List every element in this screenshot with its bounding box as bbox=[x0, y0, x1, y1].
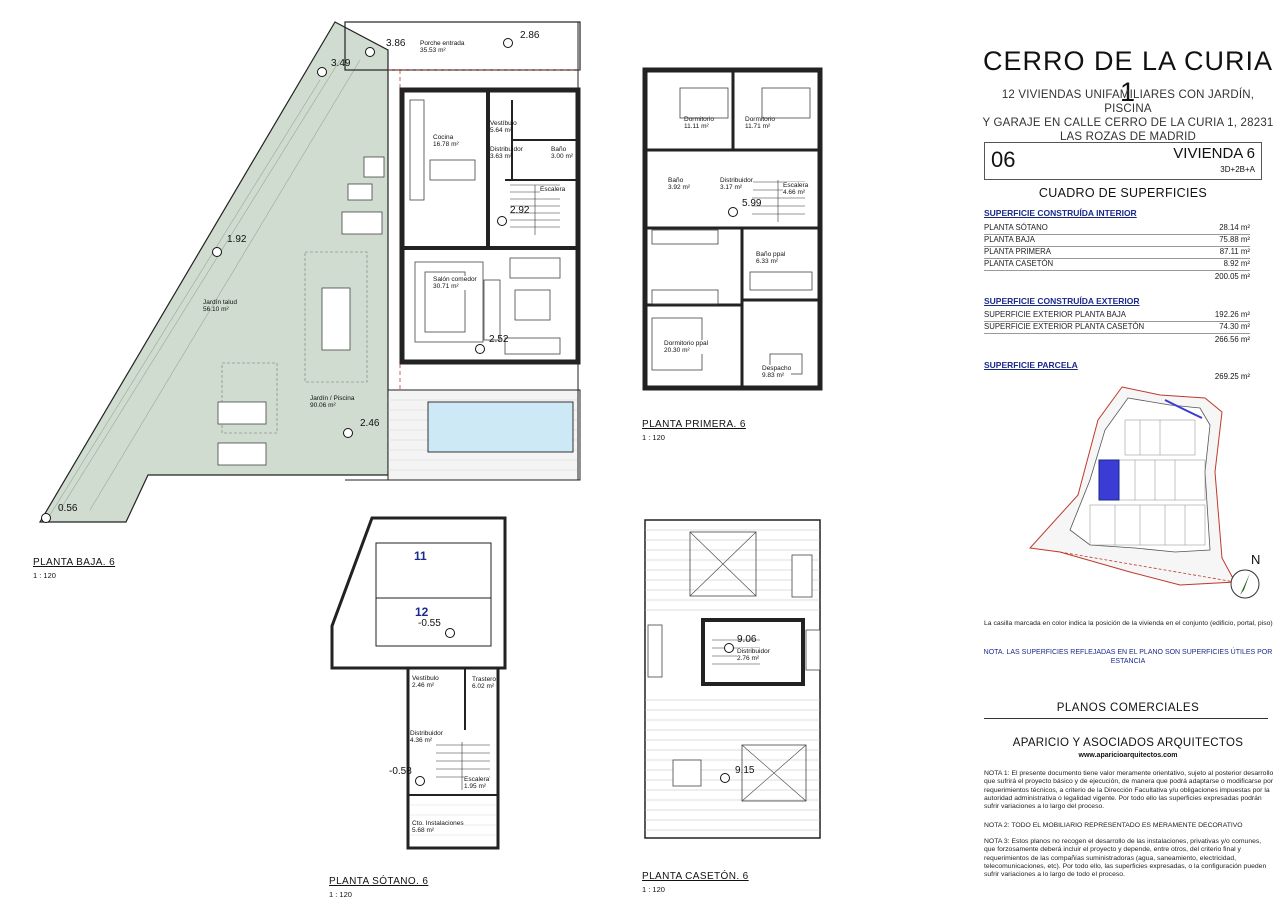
interior-total: 200.05 m² bbox=[1214, 272, 1250, 281]
level-sotano-2: -0.58 bbox=[389, 766, 412, 777]
project-subtitle: 12 VIVIENDAS UNIFAMILIARES CON JARDÍN, P… bbox=[978, 88, 1278, 144]
subtitle-line-1: 12 VIVIENDAS UNIFAMILIARES CON JARDÍN, P… bbox=[1001, 89, 1255, 115]
garden-slope-area bbox=[38, 21, 389, 523]
scale-planta-caseton: 1 : 120 bbox=[642, 885, 665, 894]
level-primera-1: 5.99 bbox=[742, 198, 762, 209]
level-sotano-1: -0.55 bbox=[418, 618, 441, 629]
title-planta-baja: PLANTA BAJA. 6 bbox=[33, 557, 116, 568]
unit-name: VIVIENDA 6 bbox=[1173, 145, 1255, 162]
level-baja-3: 3.49 bbox=[331, 58, 351, 69]
scale-planta-primera: 1 : 120 bbox=[642, 433, 665, 442]
north-label: N bbox=[1251, 552, 1261, 567]
plan-planta-caseton bbox=[644, 519, 821, 839]
architects-website: www.aparicioarquitectos.com bbox=[1078, 752, 1178, 759]
exterior-total: 266.56 m² bbox=[1214, 335, 1250, 344]
site-plan bbox=[1028, 386, 1260, 599]
level-baja-8: 0.56 bbox=[58, 503, 78, 514]
title-planta-sotano: PLANTA SÓTANO. 6 bbox=[329, 876, 429, 887]
unit-6-highlight bbox=[1098, 459, 1120, 501]
architects-name: APARICIO Y ASOCIADOS ARQUITECTOS bbox=[1012, 737, 1244, 749]
surfaces-title: CUADRO DE SUPERFICIES bbox=[1038, 186, 1208, 200]
note-3: NOTA 3: Estos planos no recogen el desar… bbox=[984, 838, 1267, 879]
plan-planta-baja bbox=[38, 21, 581, 523]
parking-number-12: 12 bbox=[415, 605, 429, 619]
scale-planta-sotano: 1 : 120 bbox=[329, 890, 352, 899]
useful-surfaces-note: NOTA. LAS SUPERFICIES REFLEJADAS EN EL P… bbox=[983, 649, 1273, 665]
title-planta-caseton: PLANTA CASETÓN. 6 bbox=[642, 871, 749, 882]
parking-number-11: 11 bbox=[414, 549, 427, 563]
subtitle-line-3: LAS ROZAS DE MADRID bbox=[1059, 131, 1197, 143]
parking-space-11 bbox=[375, 542, 492, 599]
parcel-total: 269.25 m² bbox=[1214, 372, 1250, 381]
interior-heading: SUPERFICIE CONSTRUÍDA INTERIOR bbox=[984, 208, 1137, 218]
parking-space-12 bbox=[375, 597, 492, 647]
unit-number: 06 bbox=[991, 147, 1016, 172]
parcel-heading: SUPERFICIE PARCELA bbox=[984, 360, 1078, 370]
unit-box: 06 VIVIENDA 6 3D+2B+A bbox=[984, 142, 1262, 180]
exterior-heading: SUPERFICIE CONSTRUÍDA EXTERIOR bbox=[984, 296, 1140, 306]
scale-planta-baja: 1 : 120 bbox=[33, 571, 56, 580]
subtitle-line-2: Y GARAJE EN CALLE CERRO DE LA CURIA 1, 2… bbox=[982, 117, 1274, 129]
plan-planta-primera bbox=[642, 67, 823, 391]
level-baja-4: 1.92 bbox=[227, 234, 247, 245]
room-escalera: Escalera bbox=[540, 186, 566, 193]
project-title: CERRO DE LA CURIA 1 bbox=[982, 46, 1274, 107]
pool bbox=[427, 401, 574, 453]
level-baja-7: 2.46 bbox=[360, 418, 380, 429]
level-caseton-2: 9.15 bbox=[735, 765, 755, 776]
commercial-plans-label: PLANOS COMERCIALES bbox=[1056, 702, 1200, 714]
level-baja-5: 2.92 bbox=[510, 205, 530, 216]
divider bbox=[984, 718, 1268, 719]
info-panel: CERRO DE LA CURIA 1 12 VIVIENDAS UNIFAMI… bbox=[978, 40, 1278, 900]
level-caseton-1: 9.06 bbox=[737, 634, 757, 645]
level-baja-2: 2.86 bbox=[520, 30, 540, 41]
porch-area bbox=[344, 21, 581, 71]
unit-type: 3D+2B+A bbox=[1220, 165, 1255, 174]
level-baja-1: 3.86 bbox=[386, 38, 406, 49]
note-1: NOTA 1: El presente documento tiene valo… bbox=[984, 770, 1274, 811]
title-planta-primera: PLANTA PRIMERA. 6 bbox=[642, 419, 746, 430]
basement-outline bbox=[330, 516, 507, 850]
level-markers bbox=[41, 38, 738, 786]
level-baja-6: 2.52 bbox=[489, 334, 509, 345]
note-2: NOTA 2: TODO EL MOBILIARIO REPRESENTADO … bbox=[984, 822, 1243, 829]
site-note: La casilla marcada en color indica la po… bbox=[984, 620, 1273, 627]
